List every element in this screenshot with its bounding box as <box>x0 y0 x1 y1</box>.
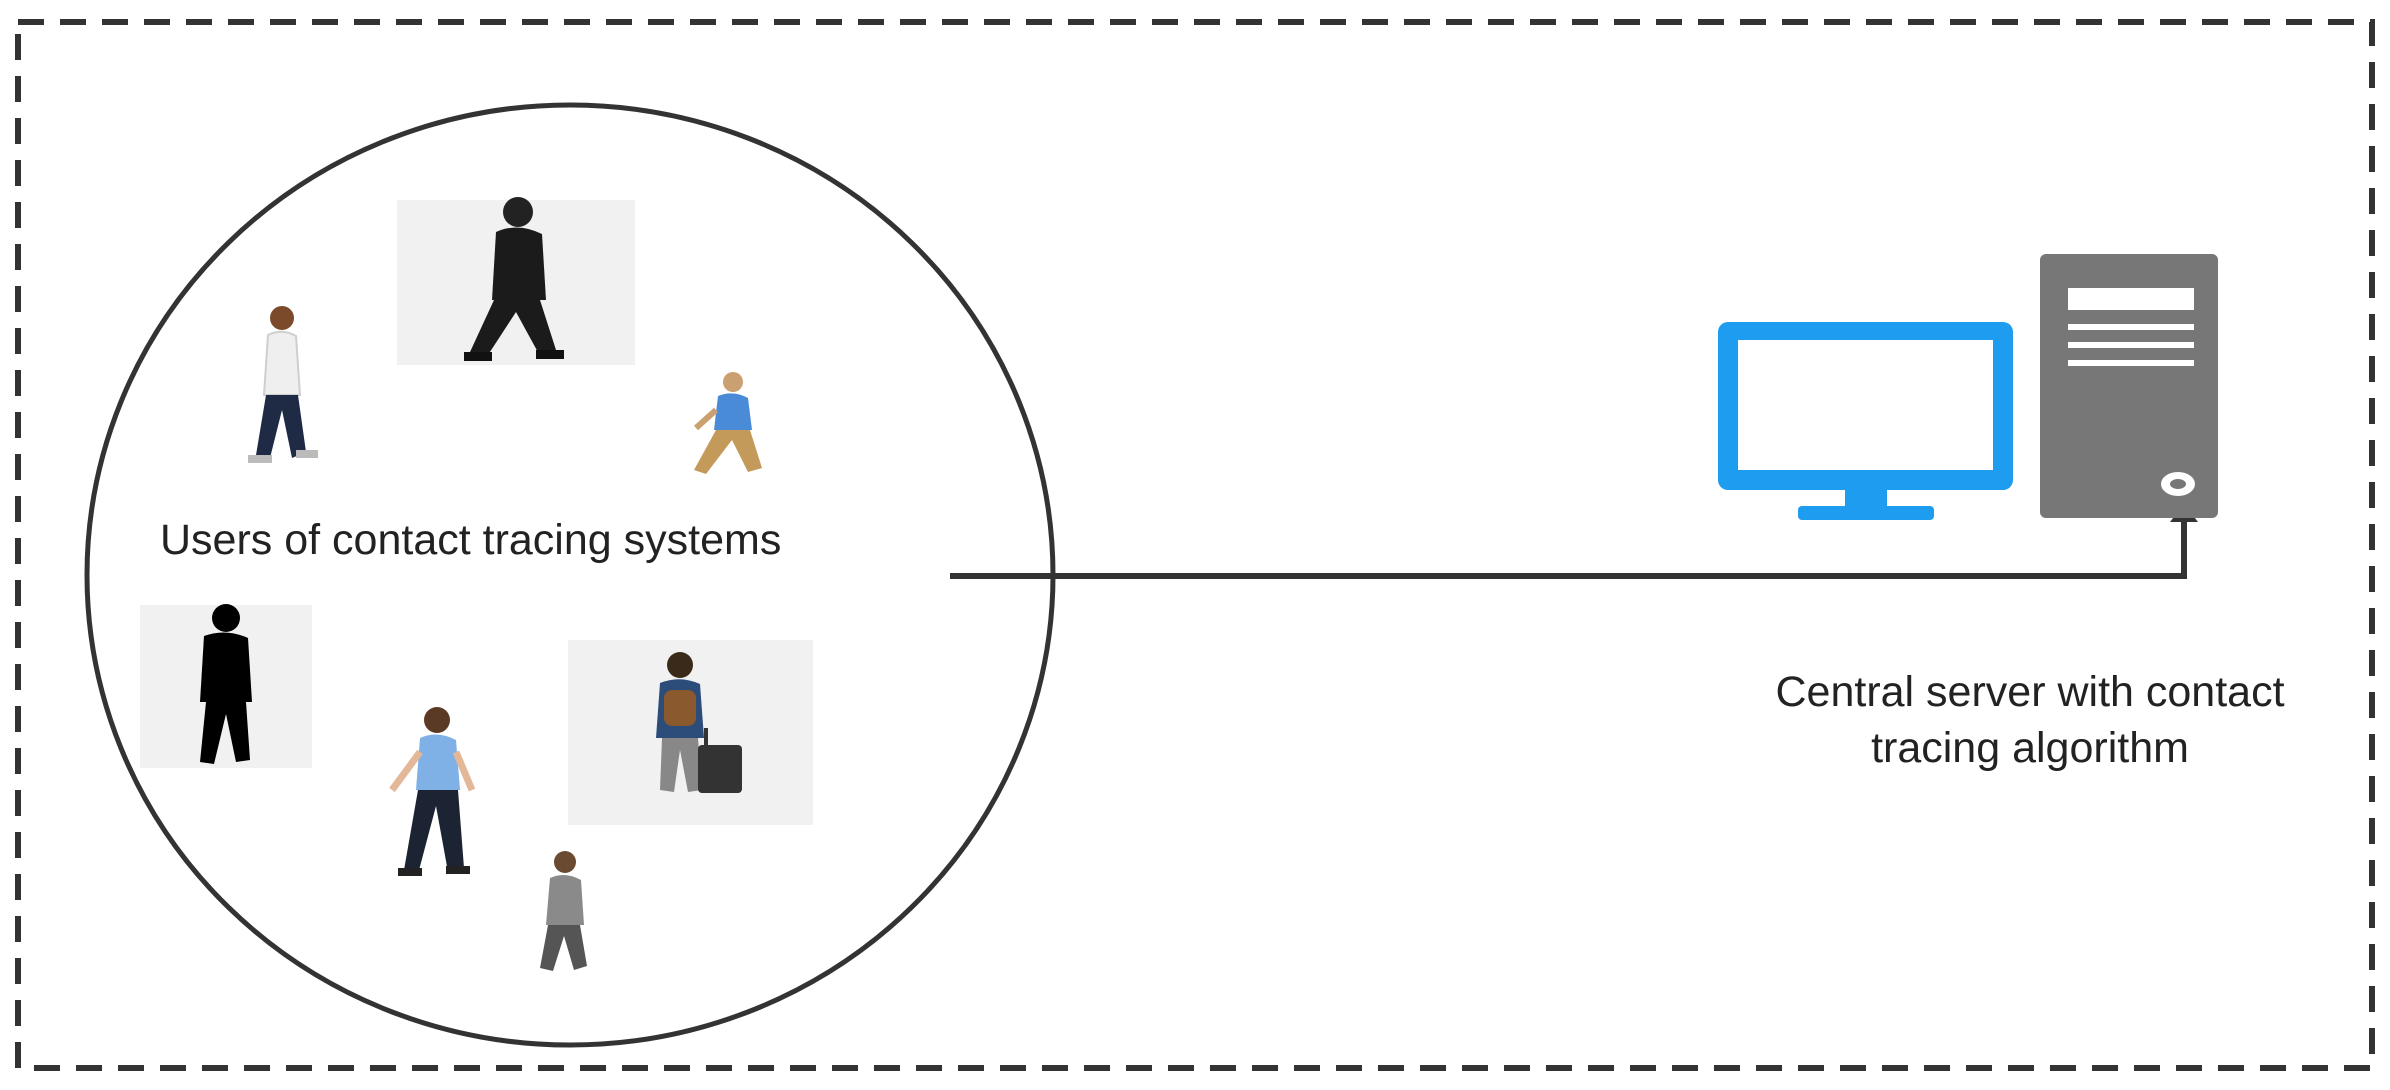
server-tower-icon <box>2040 254 2218 518</box>
person-icon <box>656 652 742 793</box>
dashed-frame <box>15 19 2375 1071</box>
person-icon <box>693 372 762 474</box>
server-label: Central server with contact tracing algo… <box>1775 668 2285 772</box>
monitor-icon <box>1718 322 2013 520</box>
person-icon <box>200 604 252 764</box>
users-label: Users of contact tracing systems <box>160 516 782 564</box>
connector-line <box>950 518 2187 579</box>
person-icon <box>540 851 587 971</box>
person-icon <box>389 707 476 876</box>
person-icon <box>464 197 564 361</box>
person-icon <box>248 306 318 463</box>
